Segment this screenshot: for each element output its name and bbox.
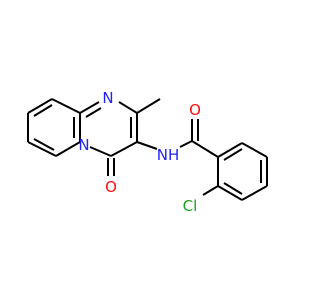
bond xyxy=(118,101,138,114)
molecule-svg: N N O NH O Cl xyxy=(27,89,268,215)
nitrogen-ring-label: N xyxy=(102,89,113,107)
amide-linkage xyxy=(136,119,219,158)
bond xyxy=(33,104,53,117)
bond xyxy=(179,140,193,148)
pyridine-ring xyxy=(27,98,81,157)
chlorine-label: Cl xyxy=(183,197,198,215)
bond xyxy=(202,185,219,196)
bond xyxy=(191,140,219,158)
bond xyxy=(223,182,243,195)
atom-labels: N N O NH O Cl xyxy=(78,89,201,215)
amide-nh-label: NH xyxy=(157,146,180,164)
bond xyxy=(51,98,81,114)
bond xyxy=(136,141,158,150)
bond xyxy=(27,98,53,114)
bond xyxy=(217,185,243,201)
oxygen-carbonyl-label: O xyxy=(105,178,117,196)
bond xyxy=(85,107,102,118)
pyrimidinone-ring xyxy=(79,98,161,176)
chlorobenzene-ring xyxy=(202,142,268,201)
bond xyxy=(136,98,161,114)
bond xyxy=(89,146,112,157)
nitrogen-bridgehead-label: N xyxy=(78,136,89,154)
bond xyxy=(79,101,100,114)
bond xyxy=(241,185,268,201)
molecule-structure-diagram: N N O NH O Cl xyxy=(27,89,268,215)
bond xyxy=(27,141,57,157)
bond xyxy=(241,142,268,158)
bond xyxy=(33,138,55,151)
bond xyxy=(110,141,138,157)
bond xyxy=(55,141,81,157)
bond xyxy=(217,142,243,158)
bond xyxy=(223,148,243,161)
oxygen-amide-label: O xyxy=(189,101,201,119)
